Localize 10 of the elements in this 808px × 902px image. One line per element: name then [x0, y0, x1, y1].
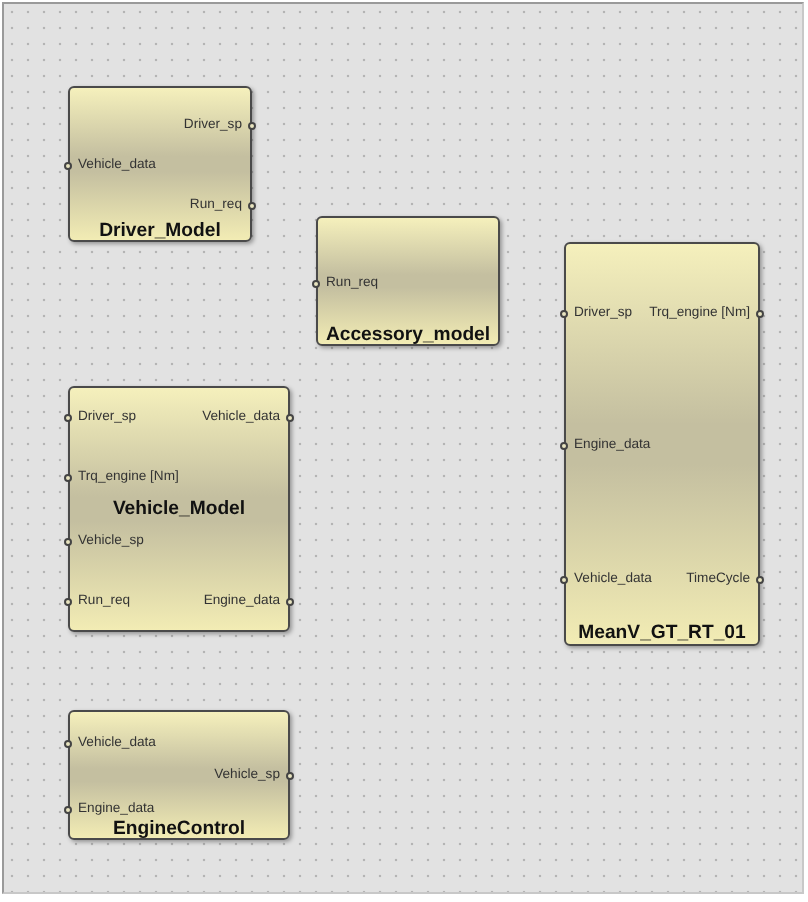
block-name: MeanV_GT_RT_01 [576, 620, 748, 646]
block-name: Accessory_model [323, 322, 493, 348]
block-name: Vehicle_Model [110, 496, 248, 522]
block-name: Driver_Model [97, 218, 223, 244]
function-block [68, 386, 290, 632]
function-block [68, 86, 252, 242]
function-block [564, 242, 760, 646]
block-name: EngineControl [110, 816, 248, 842]
function-block [316, 216, 500, 346]
function-block [68, 710, 290, 840]
